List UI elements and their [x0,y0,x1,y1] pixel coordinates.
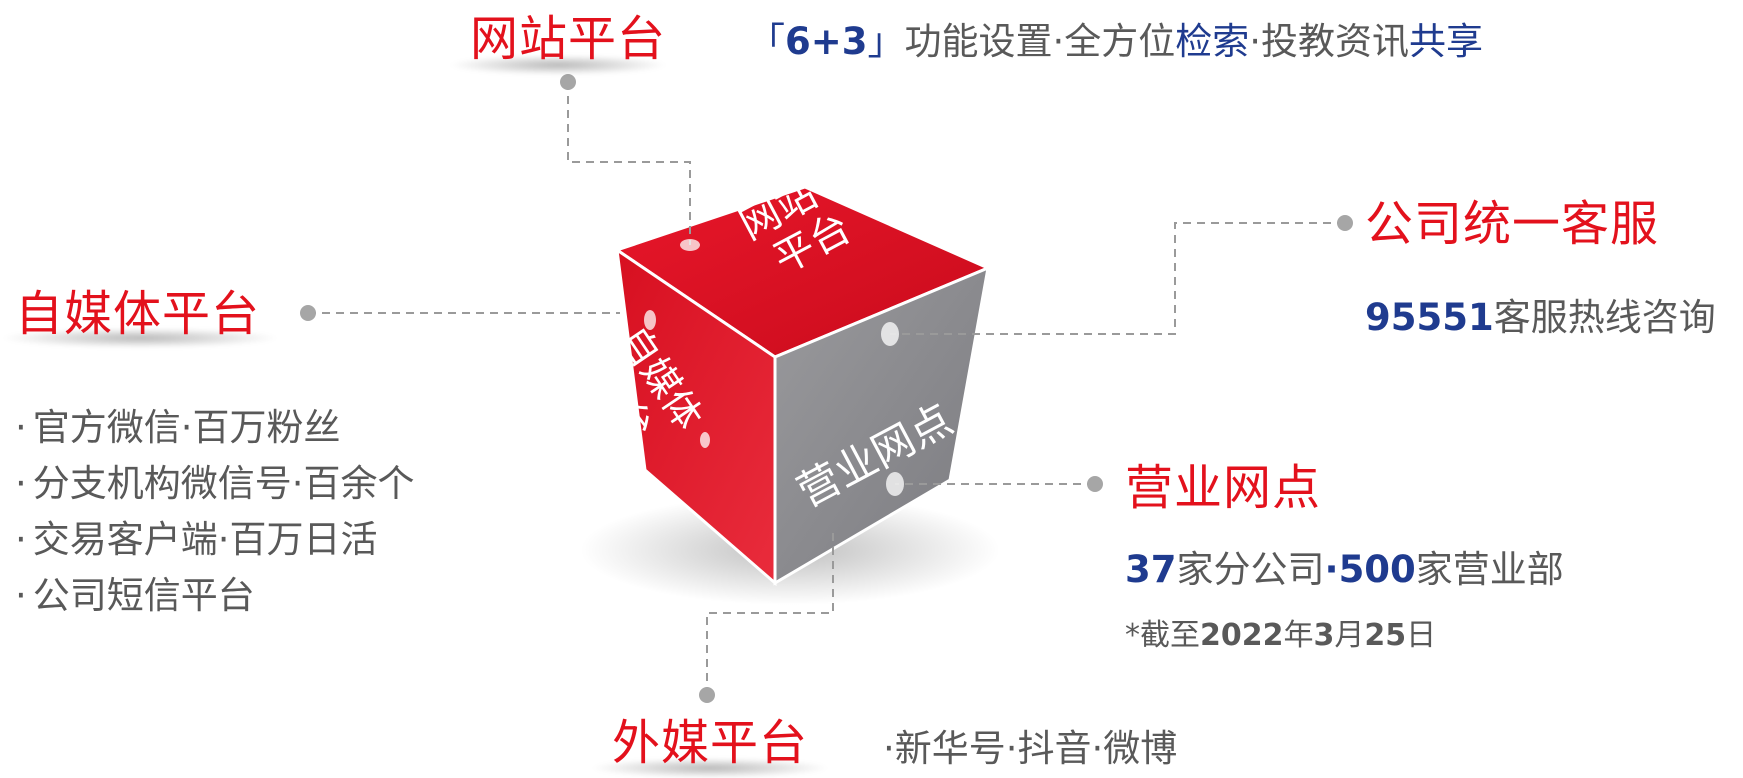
right-bottom-num1: 37 [1125,548,1177,591]
dot-bottom [699,687,715,703]
left-bullet-item: ·交易客户端·百万日活 [15,512,415,568]
connector-right-top [890,222,1345,335]
dot-left [300,305,316,321]
right-bottom-text2: 家营业部 [1415,548,1564,591]
top-bracket-close: 」 [867,20,905,63]
dot-right-top [1337,215,1353,231]
note-month-unit: 月 [1334,618,1365,653]
cube-right-face [773,265,990,586]
connector-top [567,82,691,245]
highlight-left [644,310,656,330]
left-title: 自媒体平台 [15,286,261,342]
right-top-text: 客服热线咨询 [1493,296,1716,339]
right-bottom-note: *截至2022年3月25日 [1125,616,1436,656]
bullet-dot: · [15,518,27,561]
top-text1: 功能设置·全方位 [904,20,1176,63]
bullet-dot: · [15,406,27,449]
top-title-shadow [448,55,668,75]
note-year-unit: 年 [1283,618,1314,653]
highlight-top [680,239,700,251]
highlight-right2 [886,472,904,496]
left-bullet-item: ·公司短信平台 [15,568,415,624]
right-bottom-text1: 家分公司 [1176,548,1325,591]
bullet-dot: · [15,574,27,617]
dot-right-bottom [1087,476,1103,492]
right-top-description: 95551客服热线咨询 [1365,294,1716,342]
note-year: 2022 [1200,618,1284,653]
left-title-shadow [0,328,280,348]
top-bracket-open: 「 [748,20,785,63]
right-top-title: 公司统一客服 [1365,196,1660,252]
top-bracket-value: 6+3 [785,20,868,63]
note-day: 25 [1364,618,1407,653]
dot-top [560,74,576,90]
note-prefix: *截至 [1125,618,1200,653]
left-bullet-text: 官方微信·百万粉丝 [32,406,341,449]
left-bullet-text: 分支机构微信号·百余个 [32,462,415,505]
left-bullet-item: ·官方微信·百万粉丝 [15,400,415,456]
right-bottom-sep: · [1324,548,1339,591]
left-bullet-list: ·官方微信·百万粉丝 ·分支机构微信号·百余个 ·交易客户端·百万日活 ·公司短… [15,400,415,624]
bottom-title-shadow [590,758,830,778]
connector-bottom [706,533,834,695]
bottom-title: 外媒平台 [612,715,809,771]
note-day-unit: 日 [1406,618,1437,653]
right-bottom-title: 营业网点 [1125,460,1322,516]
top-text2: ·投教资讯 [1249,20,1410,63]
note-month: 3 [1313,618,1335,653]
top-em1: 检索 [1175,20,1250,63]
top-title: 网站平台 [470,11,667,67]
bullet-dot: · [15,462,27,505]
highlight-left2 [700,432,710,448]
right-bottom-description: 37家分公司·500家营业部 [1125,546,1564,594]
right-bottom-num2: 500 [1338,548,1416,591]
highlight-right1 [881,322,899,346]
top-description: 「6+3」功能设置·全方位检索·投教资讯共享 [748,18,1483,66]
left-bullet-text: 交易客户端·百万日活 [32,518,378,561]
right-top-number: 95551 [1365,296,1494,339]
top-em2: 共享 [1409,20,1484,63]
bottom-description: ·新华号·抖音·微博 [883,727,1178,770]
left-bullet-text: 公司短信平台 [32,574,255,617]
left-bullet-item: ·分支机构微信号·百余个 [15,456,415,512]
